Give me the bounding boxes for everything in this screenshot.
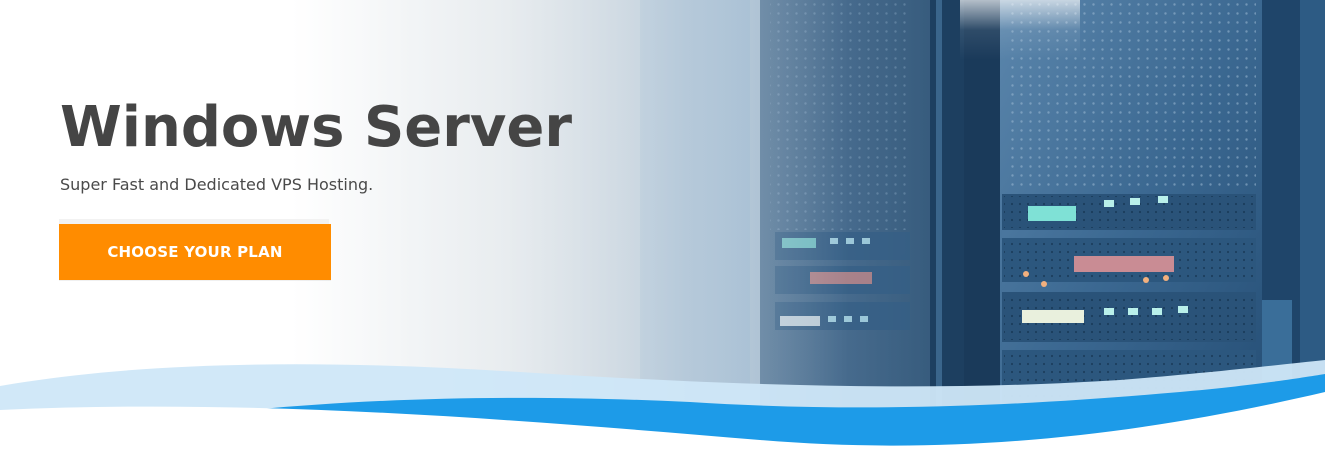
button-shadow	[59, 219, 329, 227]
hero-content: Windows Server Super Fast and Dedicated …	[60, 92, 700, 196]
choose-plan-button[interactable]: CHOOSE YOUR PLAN	[59, 224, 331, 280]
page-subtitle: Super Fast and Dedicated VPS Hosting.	[60, 175, 374, 194]
page-title: Windows Server	[60, 95, 572, 160]
